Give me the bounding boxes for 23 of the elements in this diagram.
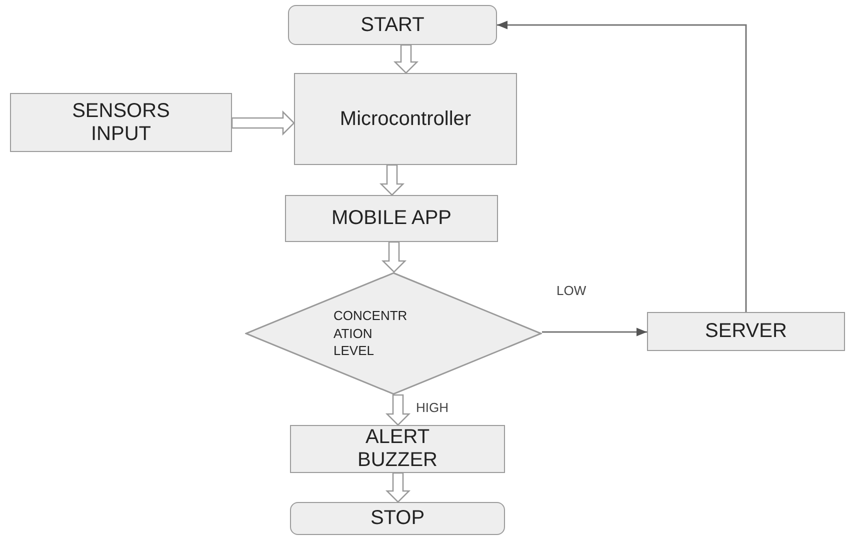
start-terminal bbox=[288, 5, 497, 45]
node-label: SERVER bbox=[705, 320, 787, 343]
node-label: START bbox=[360, 14, 424, 36]
process-box bbox=[285, 195, 498, 242]
block-arrow bbox=[393, 44, 419, 74]
process-box bbox=[10, 93, 232, 152]
arrow bbox=[497, 20, 747, 312]
node-label: MOBILE APP bbox=[331, 207, 452, 230]
node-label: STOP bbox=[370, 507, 425, 530]
process-box bbox=[290, 425, 505, 473]
arrow bbox=[542, 328, 647, 336]
node-label: Microcontroller bbox=[340, 108, 472, 130]
block-arrow bbox=[385, 472, 411, 503]
stop-terminal bbox=[290, 502, 505, 535]
node-label: ALERT BUZZER bbox=[356, 426, 438, 472]
block-arrow bbox=[231, 110, 295, 136]
process-box bbox=[647, 312, 845, 351]
process-box bbox=[294, 73, 517, 165]
block-arrow bbox=[379, 164, 405, 196]
node-label: CONCENTR ATION LEVEL bbox=[334, 307, 408, 360]
node-label: SENSORS INPUT bbox=[71, 100, 171, 146]
block-arrow bbox=[385, 394, 411, 426]
block-arrow bbox=[381, 241, 407, 273]
